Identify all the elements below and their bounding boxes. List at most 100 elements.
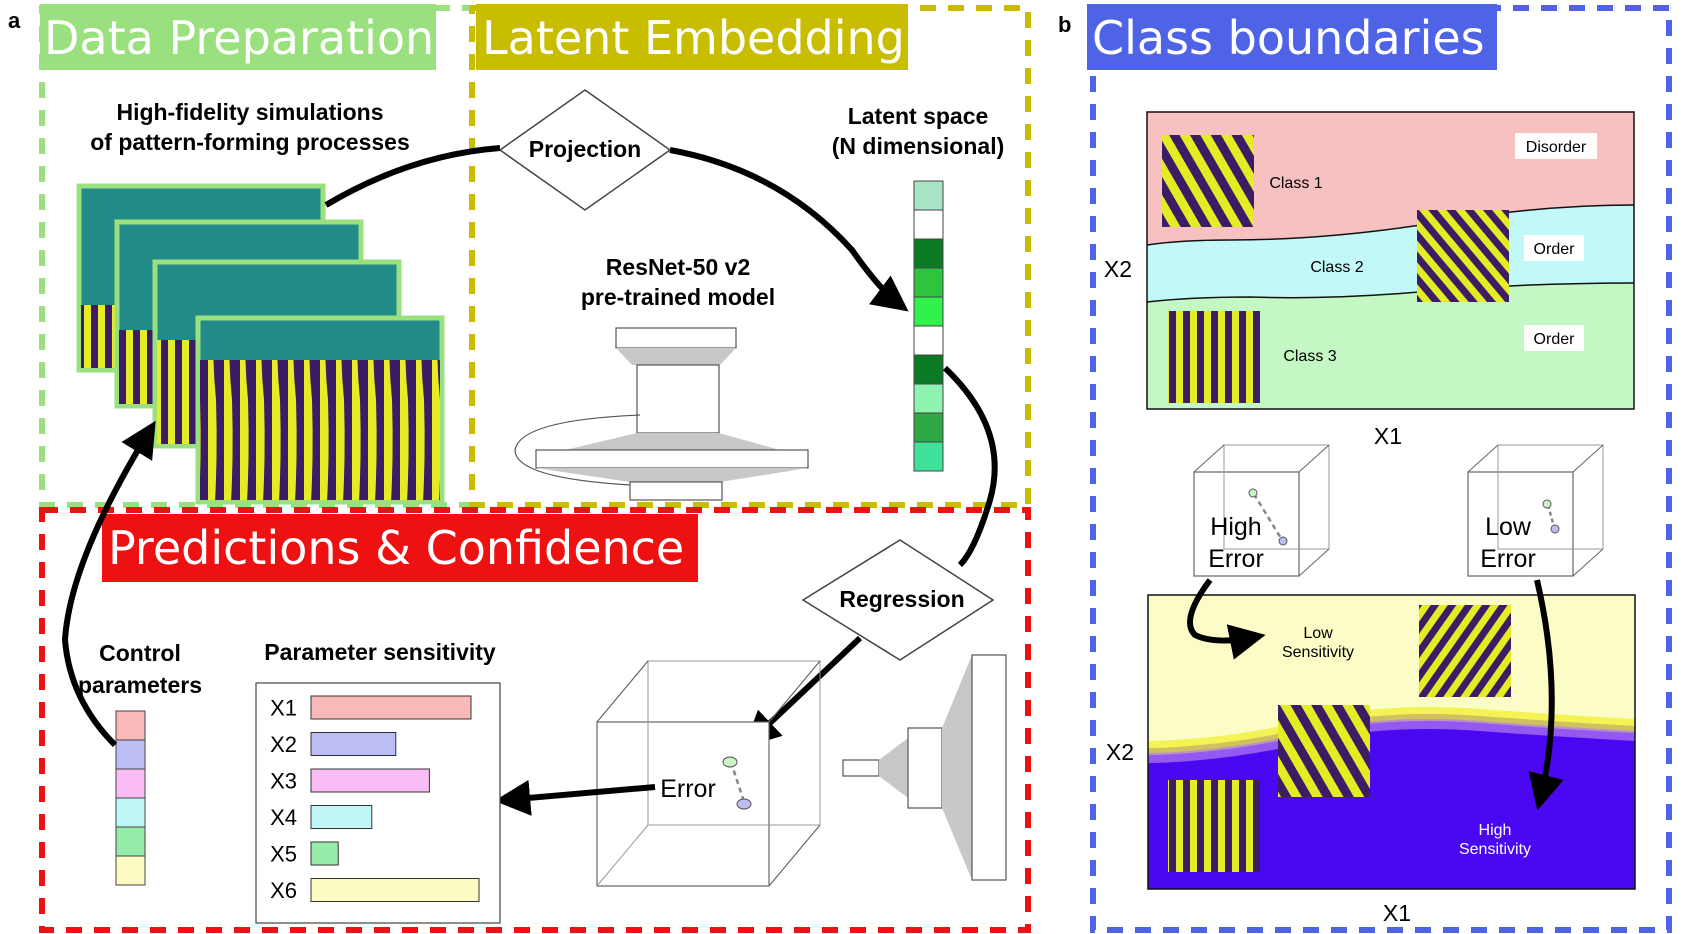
sensitivity-bar	[310, 878, 480, 902]
class2-pattern	[1417, 210, 1509, 302]
boundary-pattern	[1278, 705, 1370, 797]
sensitivity-bar-label: X1	[270, 696, 297, 721]
high-sensitivity-line1: High	[1479, 822, 1512, 839]
arrow-error-to-sensitivity	[494, 779, 656, 816]
class-boundaries-header	[1087, 4, 1497, 70]
latent-vector	[913, 180, 944, 472]
sensitivity-bar-label: X6	[270, 878, 297, 903]
sensitivity-bar-label: X5	[270, 842, 297, 867]
resnet-line1: ResNet-50 v2	[606, 254, 750, 280]
class3-tag: Order	[1534, 331, 1576, 348]
order-tag-box-1	[1524, 235, 1584, 261]
sensitivity-bar-label: X2	[270, 732, 297, 757]
order-tag-box-2	[1524, 325, 1584, 351]
panel-letter-b: b	[1058, 12, 1071, 37]
class2-region	[1147, 205, 1634, 302]
sensitivity-bar	[310, 805, 373, 829]
resnet-line2: pre-trained model	[581, 284, 775, 310]
class1-tag: Disorder	[1526, 139, 1587, 156]
bottom-plot-xlabel: X1	[1383, 900, 1411, 926]
sensitivity-title: Parameter sensitivity	[264, 639, 496, 665]
latent-cell	[913, 325, 944, 356]
sensitivity-bar	[310, 732, 397, 756]
control-parameter-cell	[115, 768, 146, 799]
top-plot-ylabel: X2	[1104, 256, 1132, 282]
control-parameter-cell	[115, 797, 146, 828]
class-plot	[1146, 111, 1635, 410]
high-sensitivity-line2: Sensitivity	[1459, 841, 1531, 858]
control-parameters-line2: parameters	[78, 672, 202, 698]
control-parameter-vector	[115, 710, 146, 886]
low-sensitivity-region	[1148, 595, 1635, 748]
control-parameter-cell	[115, 826, 146, 857]
latent-cell	[913, 441, 944, 472]
latent-cell	[913, 296, 944, 327]
latent-cell	[913, 383, 944, 414]
latent-space-line1: Latent space	[848, 103, 989, 129]
control-parameter-cell	[115, 855, 146, 886]
class-boundaries-title: Class boundaries	[1092, 11, 1485, 65]
latent-cell	[913, 180, 944, 211]
simulation-stack	[76, 183, 445, 505]
latent-embedding-frame	[469, 5, 1031, 508]
arrow-low-error-to-high-sensitivity	[1528, 579, 1564, 811]
class2-tag: Order	[1534, 241, 1576, 258]
control-parameter-cell	[115, 739, 146, 770]
predictions-title: Predictions & Confidence	[108, 521, 684, 575]
low-sens-pattern	[1419, 605, 1511, 697]
arrow-high-error-to-low-sensitivity	[1187, 578, 1266, 660]
disorder-tag-box	[1515, 133, 1597, 159]
latent-cell	[913, 354, 944, 385]
error-cube	[596, 660, 821, 887]
class3-pattern	[1168, 311, 1260, 403]
top-plot-xlabel: X1	[1374, 423, 1402, 449]
projection-diamond	[498, 89, 672, 211]
predictions-header	[102, 514, 698, 582]
class1-pattern	[1162, 135, 1254, 227]
arrow-projection-to-latent	[669, 147, 909, 312]
simulation-caption-line2: of pattern-forming processes	[90, 129, 410, 155]
data-preparation-header	[40, 4, 436, 70]
latent-cell	[913, 209, 944, 240]
bottom-plot-ylabel: X2	[1106, 739, 1134, 765]
high-sens-pattern	[1168, 780, 1260, 872]
regression-diamond	[801, 539, 995, 661]
low-error-line2: Error	[1480, 545, 1536, 573]
arrow-control-to-simulations	[61, 420, 156, 748]
latent-embedding-title: Latent Embedding	[482, 11, 905, 65]
arrow-sims-to-projection	[324, 145, 501, 208]
simulation-caption-line1: High-fidelity simulations	[116, 99, 383, 125]
data-preparation-title: Data Preparation	[44, 11, 434, 65]
low-error-cube	[1467, 444, 1604, 577]
low-error-line1: Low	[1485, 513, 1532, 541]
class2-label: Class 2	[1310, 259, 1363, 276]
class3-label: Class 3	[1283, 348, 1336, 365]
regression-label: Regression	[839, 586, 964, 612]
panel-letter-a: a	[8, 8, 21, 33]
low-sensitivity-line2: Sensitivity	[1282, 644, 1354, 661]
class1-label: Class 1	[1269, 175, 1322, 192]
sensitivity-bar-label: X3	[270, 769, 297, 794]
latent-cell	[913, 412, 944, 443]
high-error-line1: High	[1210, 513, 1261, 541]
latent-embedding-header	[476, 4, 908, 70]
sensitivity-bar	[310, 841, 339, 866]
arrow-regression-to-error	[744, 635, 863, 748]
arrow-latent-to-regression	[942, 365, 998, 568]
projection-label: Projection	[529, 136, 641, 162]
resnet-model-icon	[514, 327, 809, 501]
high-error-line2: Error	[1208, 545, 1264, 573]
sensitivity-bar	[310, 768, 430, 793]
sensitivity-bar-label: X4	[270, 805, 297, 830]
low-sensitivity-line1: Low	[1303, 625, 1333, 642]
simulation-frame-4	[195, 315, 445, 505]
latent-cell	[913, 267, 944, 298]
error-label: Error	[660, 775, 716, 803]
control-parameter-cell	[115, 710, 146, 741]
sensitivity-bar	[310, 695, 472, 720]
latent-cell	[913, 238, 944, 269]
high-error-cube	[1193, 444, 1330, 577]
control-parameters-line1: Control	[99, 640, 181, 666]
latent-space-line2: (N dimensional)	[832, 133, 1005, 159]
